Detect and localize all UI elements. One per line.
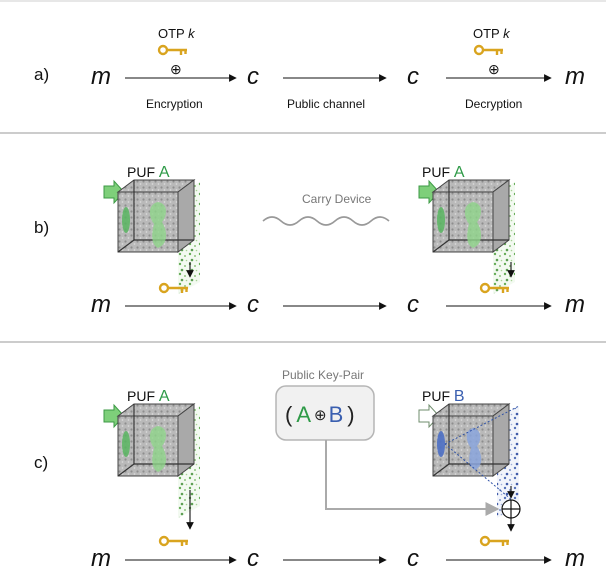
puf-label: PUF B (422, 388, 465, 405)
wavy-line-icon (262, 216, 390, 226)
puf-label: PUF A (422, 164, 465, 181)
c-symbol: c (407, 545, 419, 572)
key-icon (479, 535, 511, 548)
public-channel-label: Public channel (287, 97, 365, 111)
key-icon (158, 535, 190, 548)
c-symbol: c (247, 291, 259, 318)
puf-cube-icon (418, 179, 516, 295)
m-symbol: m (91, 545, 111, 572)
m-symbol: m (91, 291, 111, 318)
panel-b-label: b) (34, 218, 49, 237)
xor-circle-icon (501, 499, 521, 519)
key-pair-connector (325, 440, 500, 516)
c-symbol: c (247, 63, 259, 90)
puf-cube-icon (103, 179, 201, 295)
panel-b: b) PUF A Carry Device PUF A m c c m (34, 164, 585, 318)
panel-c: c) PUF A Public Key-Pair (A⊕B) PUF B m c… (34, 368, 585, 572)
xor-symbol: ⊕ (488, 61, 500, 77)
puf-label: PUF A (127, 164, 170, 181)
m-symbol: m (565, 63, 585, 90)
puf-label: PUF A (127, 388, 170, 405)
c-symbol: c (407, 291, 419, 318)
panel-a: a) m OTP k ⊕ Encryption c Public channel… (34, 26, 585, 111)
carry-device-label: Carry Device (302, 192, 372, 206)
m-symbol: m (565, 291, 585, 318)
key-icon (157, 44, 189, 57)
key-icon (473, 44, 505, 57)
decryption-label: Decryption (465, 97, 522, 111)
c-symbol: c (247, 545, 259, 572)
key-pair-title: Public Key-Pair (282, 368, 364, 382)
puf-cube-icon (103, 403, 201, 519)
xor-symbol: ⊕ (170, 61, 182, 77)
encryption-label: Encryption (146, 97, 203, 111)
puf-cube-icon (418, 403, 520, 519)
otp-label: OTP k (158, 26, 196, 41)
c-symbol: c (407, 63, 419, 90)
m-symbol: m (91, 63, 111, 90)
panel-a-label: a) (34, 65, 49, 84)
m-symbol: m (565, 545, 585, 572)
panel-c-label: c) (34, 453, 48, 472)
otp-label: OTP k (473, 26, 511, 41)
key-pair-expression: (A⊕B) (285, 402, 355, 427)
